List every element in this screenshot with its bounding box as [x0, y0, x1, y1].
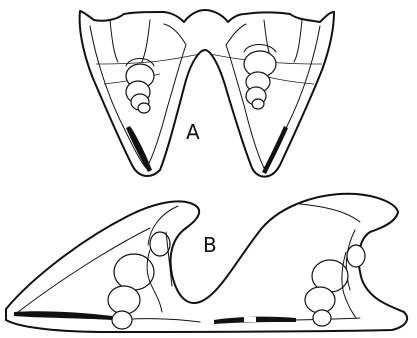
- figure-a-outline: [80, 10, 334, 177]
- figure-b-label: B: [203, 233, 217, 257]
- figure-b-right-streak-gap: [244, 317, 256, 322]
- figure-b: B: [6, 194, 407, 332]
- figure-a-label: A: [186, 120, 200, 144]
- figure-a: A: [80, 10, 334, 177]
